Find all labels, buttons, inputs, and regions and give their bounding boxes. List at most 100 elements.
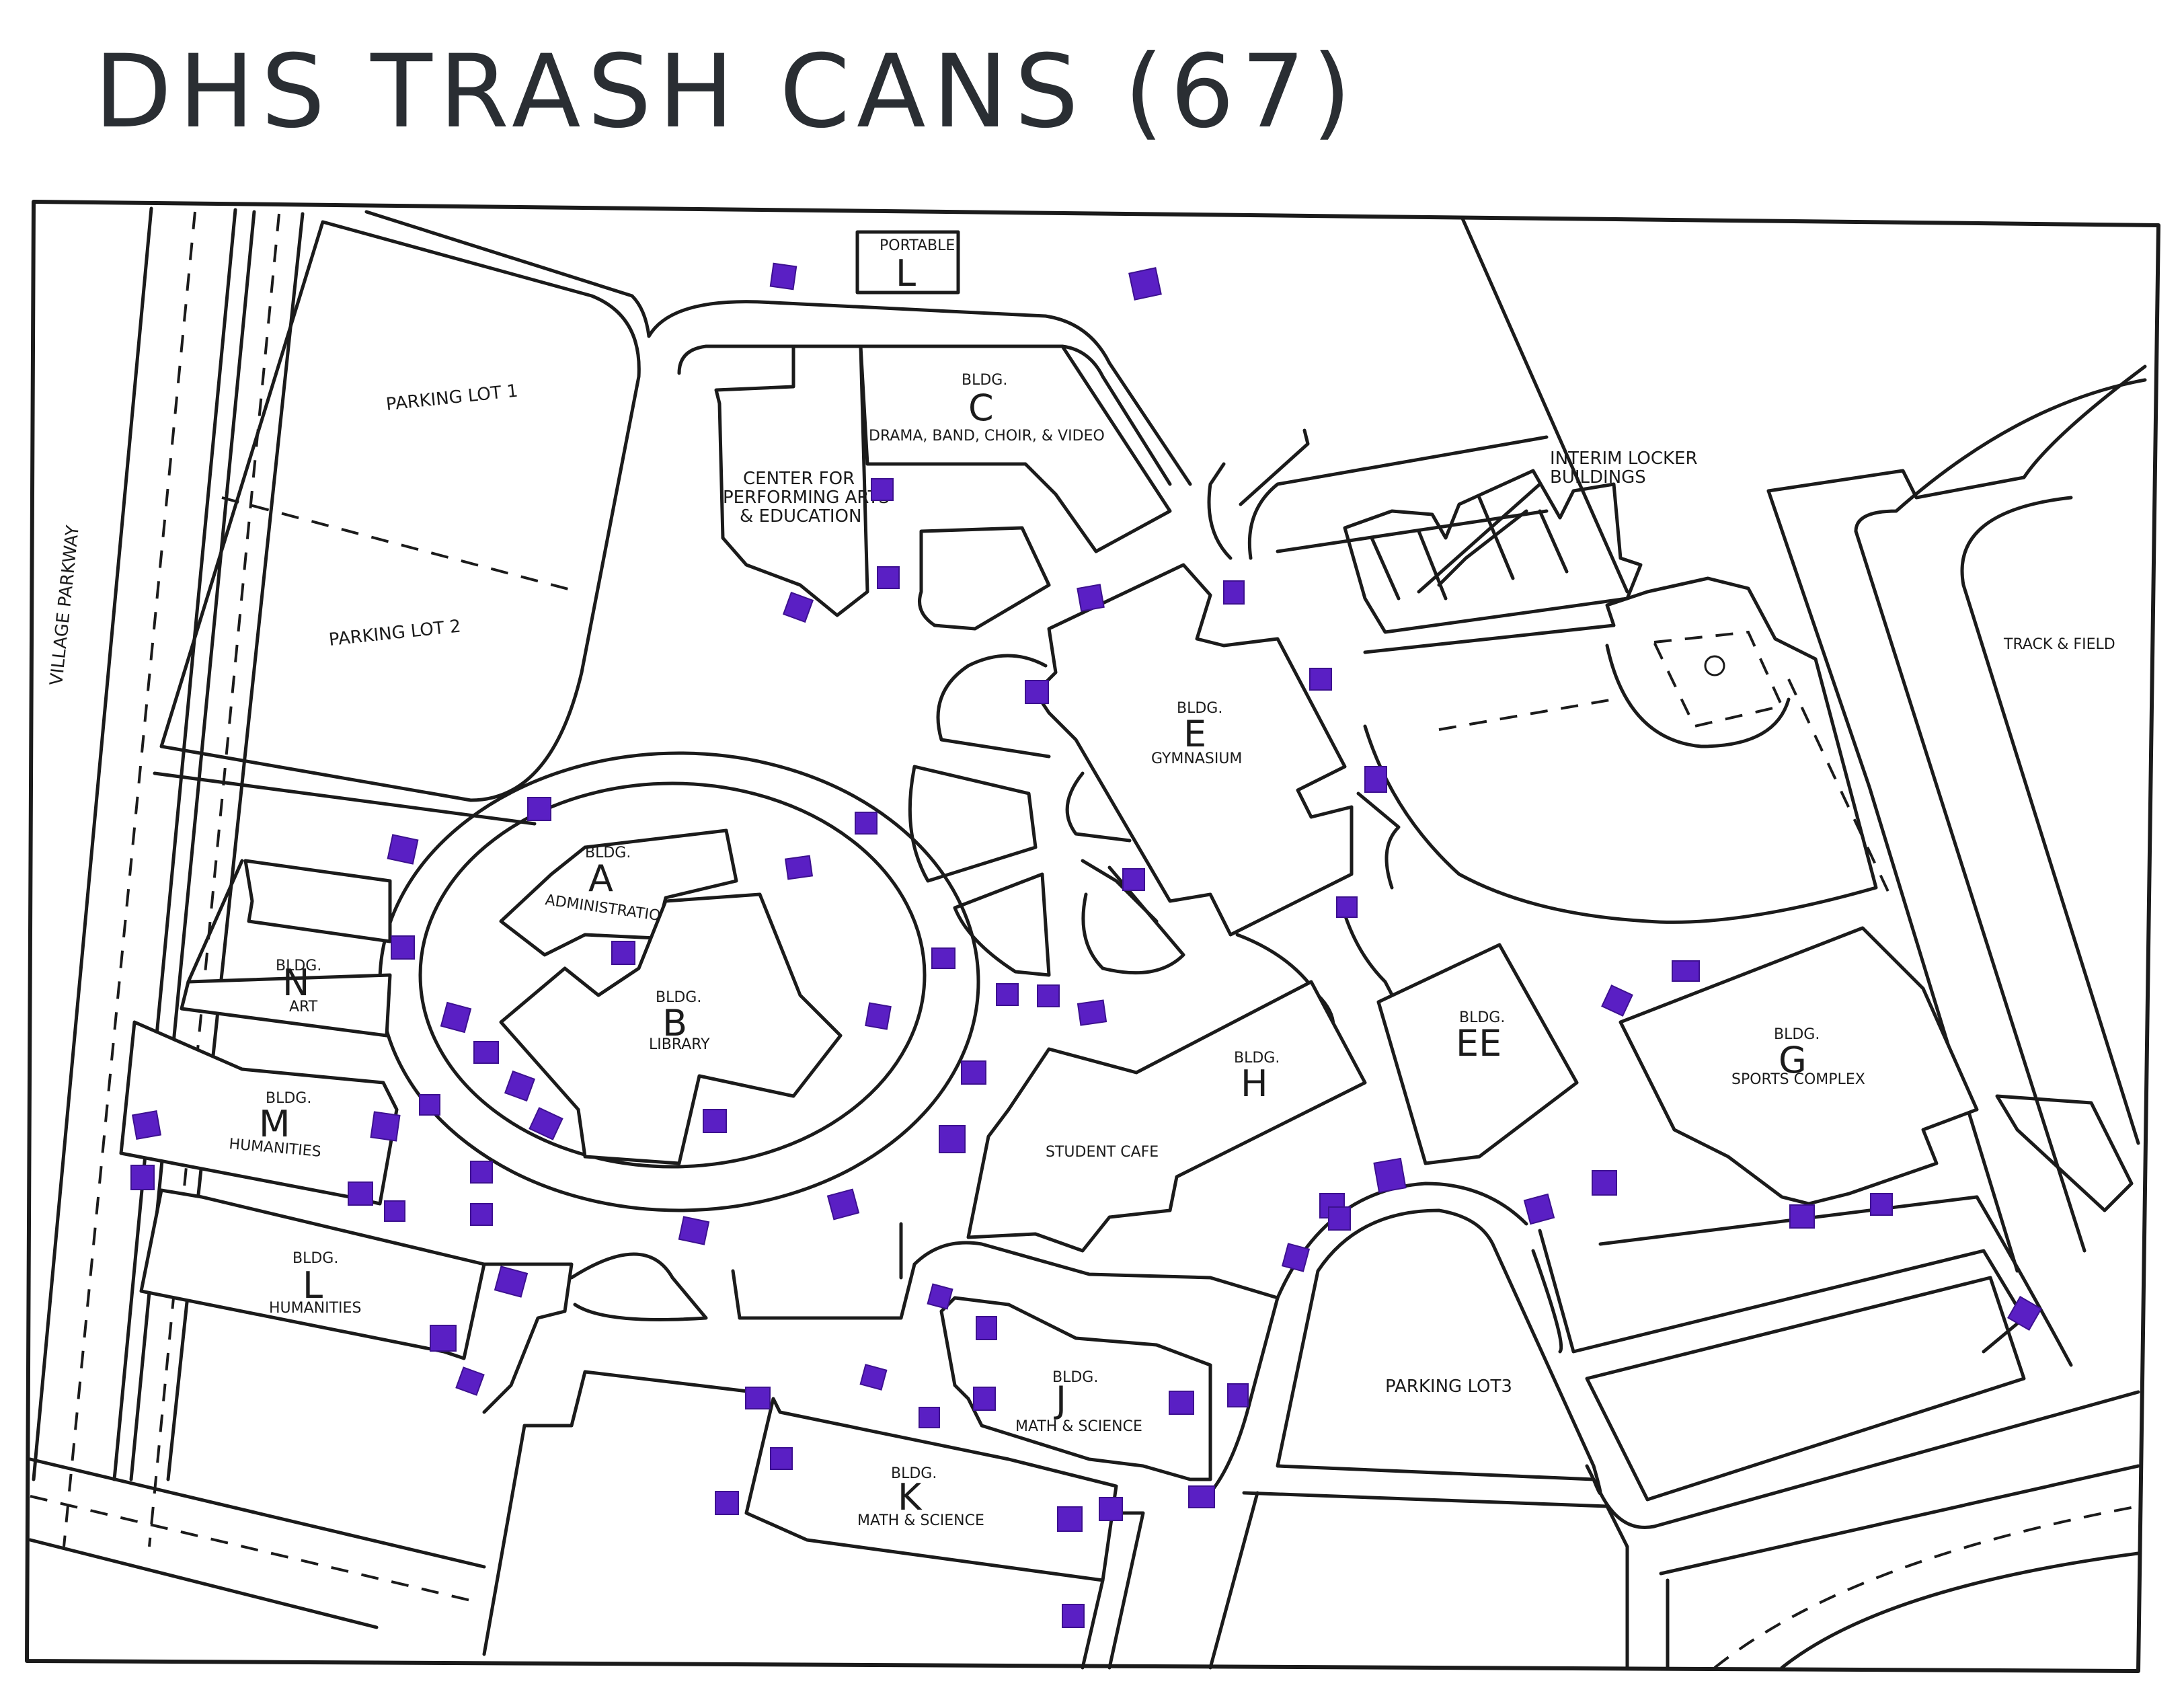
trash-can-icon — [1309, 668, 1332, 691]
bldg-b-caption: BLDG. — [656, 989, 701, 1006]
trash-can-icon — [1364, 766, 1387, 793]
trash-can-icon — [931, 947, 956, 969]
trash-cans — [130, 262, 2042, 1628]
bldg-h-caption: BLDG. — [1234, 1050, 1280, 1067]
trash-can-icon — [1188, 1485, 1215, 1508]
bldg-j-name: MATH & SCIENCE — [1015, 1418, 1142, 1435]
trash-can-icon — [1077, 999, 1107, 1026]
trash-can-icon — [703, 1109, 727, 1133]
trash-can-icon — [877, 566, 900, 589]
trash-can-icon — [782, 591, 814, 623]
bldg-c-caption: BLDG. — [962, 372, 1007, 389]
trash-can-icon — [1672, 960, 1700, 982]
trash-can-icon — [1227, 1383, 1249, 1407]
building-ee: BLDG. EE — [1376, 943, 1579, 1165]
trash-can-icon — [973, 1387, 996, 1411]
bldg-m-caption: BLDG. — [266, 1090, 311, 1107]
trash-can-icon — [826, 1188, 860, 1221]
bldg-l-name: HUMANITIES — [269, 1300, 361, 1317]
bldg-g-letter: G — [1779, 1039, 1807, 1081]
trash-can-icon — [1077, 584, 1105, 612]
trash-can-icon — [976, 1316, 997, 1340]
trash-can-icon — [1870, 1193, 1893, 1216]
trash-can-icon — [715, 1491, 739, 1515]
bldg-n-letter: N — [282, 962, 309, 1004]
trash-can-icon — [855, 812, 878, 835]
bldg-n-caption: BLDG. — [276, 958, 321, 974]
trash-can-icon — [1373, 1157, 1407, 1194]
bldg-n-name: ART — [289, 999, 318, 1015]
trash-can-icon — [529, 1107, 563, 1140]
trash-can-icon — [1336, 896, 1358, 918]
trash-can-icon — [1057, 1506, 1083, 1532]
parking-lot-1-2: PARKING LOT 1 PARKING LOT 2 — [153, 210, 651, 826]
bldg-e-name: GYMNASIUM — [1151, 750, 1242, 767]
trash-can-icon — [769, 262, 797, 291]
trash-can-icon — [1099, 1497, 1123, 1521]
village-parkway-label: VILLAGE PARKWAY — [46, 525, 83, 687]
building-k: BLDG. K MATH & SCIENCE — [744, 1397, 1118, 1582]
bldg-b-name: LIBRARY — [649, 1036, 710, 1053]
building-portable-l: PORTABLE L — [855, 230, 960, 295]
trash-can-icon — [130, 1165, 155, 1190]
building-m: BLDG. M HUMANITIES — [119, 1020, 399, 1206]
center-line1: CENTER FOR — [743, 469, 855, 489]
baseball-field — [1363, 576, 1891, 924]
interim-locker-buildings: INTERIM LOCKER BUILDINGS — [1343, 449, 1698, 634]
trash-can-icon — [504, 1070, 536, 1102]
building-c: BLDG. C DRAMA, BAND, CHOIR, & VIDEO — [859, 344, 1172, 631]
parking-lot-2-label: PARKING LOT 2 — [328, 617, 462, 650]
trash-can-icon — [961, 1060, 986, 1085]
trash-can-icon — [494, 1266, 529, 1298]
parking-lot-3-label: PARKING LOT3 — [1385, 1377, 1512, 1397]
trash-can-icon — [419, 1094, 440, 1116]
trash-can-icon — [391, 935, 415, 960]
trash-can-icon — [1601, 984, 1633, 1017]
trash-can-icon — [370, 1111, 401, 1142]
bldg-a-letter: A — [588, 857, 613, 900]
trash-can-icon — [919, 1407, 940, 1428]
building-n: BLDG. N ART — [180, 859, 392, 1038]
bldg-h-letter: H — [1241, 1062, 1268, 1105]
bldg-m-letter: M — [259, 1103, 290, 1145]
trash-can-icon — [678, 1216, 710, 1245]
trash-can-icon — [1169, 1391, 1194, 1415]
trash-can-icon — [1128, 267, 1162, 301]
trash-can-icon — [865, 1002, 892, 1030]
left-connector-roads — [482, 1222, 1280, 1414]
bldg-h-name: STUDENT CAFE — [1046, 1144, 1159, 1161]
trash-can-icon — [770, 1447, 793, 1470]
trash-can-icon — [1025, 680, 1049, 704]
bldg-g-caption: BLDG. — [1774, 1026, 1820, 1043]
bldg-k-caption: BLDG. — [891, 1465, 937, 1482]
trash-can-icon — [996, 983, 1019, 1006]
bldg-e-caption: BLDG. — [1177, 700, 1222, 717]
trash-can-icon — [430, 1325, 457, 1352]
trash-can-icon — [1223, 580, 1245, 605]
portable-caption: PORTABLE — [880, 237, 955, 254]
trash-can-icon — [473, 1041, 499, 1064]
trash-can-icon — [939, 1125, 966, 1153]
center-line2: PERFORMING ARTS — [723, 488, 890, 508]
building-e: BLDG. E GYMNASIUM — [1034, 563, 1354, 937]
trash-can-icon — [1592, 1170, 1617, 1196]
trash-can-icon — [1328, 1206, 1351, 1231]
trash-can-icon — [2007, 1296, 2042, 1331]
trash-can-icon — [440, 1001, 472, 1034]
page-title: DHS TRASH CANS (67) — [94, 34, 1358, 151]
building-j: BLDG. J MATH & SCIENCE — [939, 1296, 1212, 1481]
center-line3: & EDUCATION — [740, 506, 861, 527]
trash-can-icon — [871, 478, 894, 501]
parking-lot-1-label: PARKING LOT 1 — [385, 381, 519, 415]
trash-can-icon — [387, 834, 419, 865]
trash-can-icon — [927, 1283, 953, 1310]
trash-can-icon — [348, 1182, 373, 1206]
trash-can-icon — [384, 1200, 405, 1222]
building-h: BLDG. H STUDENT CAFE — [966, 980, 1367, 1253]
bldg-j-letter: J — [1054, 1379, 1066, 1421]
bldg-g-name: SPORTS COMPLEX — [1731, 1071, 1865, 1088]
trash-can-icon — [1062, 1604, 1085, 1628]
bottom-road — [28, 1457, 486, 1629]
bldg-a-caption: BLDG. — [585, 845, 631, 861]
trash-can-icon — [470, 1203, 493, 1226]
